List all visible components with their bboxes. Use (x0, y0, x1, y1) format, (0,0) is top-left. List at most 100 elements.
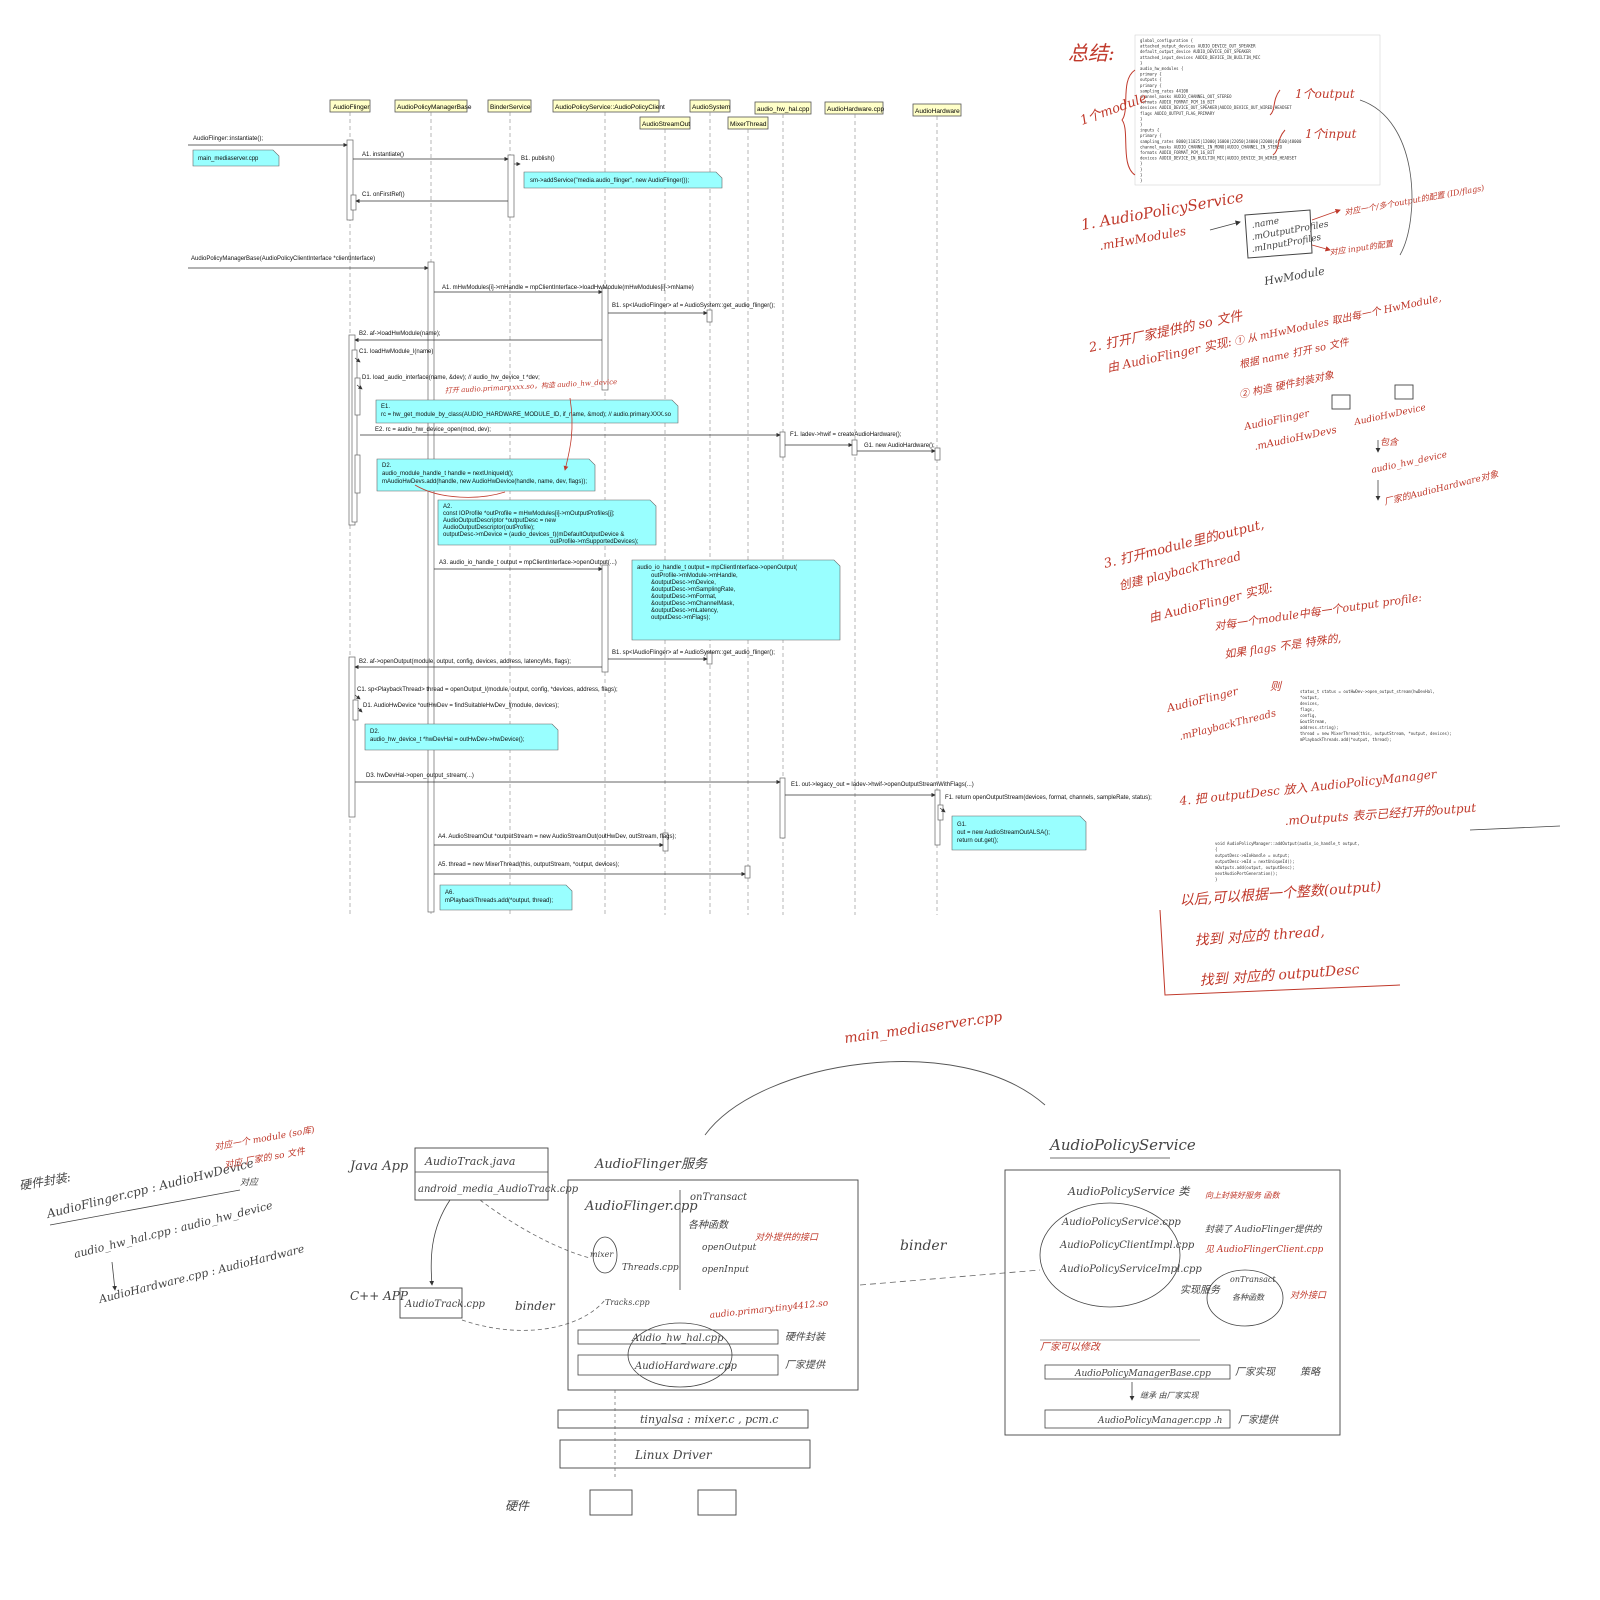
code-line: primary { (1140, 83, 1162, 88)
section-2-step-e: 包含 (1380, 437, 1399, 448)
hw-note-2: 对应 厂家的 so 文件 (224, 1146, 307, 1171)
sequence-diagram: AudioFlinger AudioPolicyManagerBase Bind… (188, 99, 1152, 915)
open-input-label: openInput (702, 1265, 749, 1275)
input-label: 1个input (1305, 127, 1357, 141)
sequence-notes: main_mediaserver.cpp sm->addService("med… (192, 149, 1087, 911)
message-label: D1. load_audio_interface(name, &dev); //… (362, 375, 540, 381)
on-transact-label: onTransact (690, 1192, 748, 1203)
code-line: primary { (1140, 133, 1162, 138)
message-label: B1. sp<IAudioFlinger> af = AudioSystem::… (612, 650, 775, 656)
audio-hw-label: AudioHardware.cpp (634, 1361, 738, 1372)
note-text: &outputDesc->mDevice, (651, 580, 716, 586)
lifeline-label: AudioPolicyManagerBase (397, 104, 472, 111)
note-text: &outputDesc->mFormat, (651, 594, 717, 600)
note-text: main_mediaserver.cpp (198, 156, 259, 162)
code-line: channel_masks AUDIO_CHANNEL_OUT_STEREO (1140, 94, 1232, 99)
aps-note: 对外接口 (1290, 1290, 1327, 1301)
hal-box (577, 1329, 779, 1345)
mixer-label: mixer (590, 1250, 614, 1259)
code-line: flags AUDIO_OUTPUT_FLAG_PRIMARY (1140, 111, 1215, 116)
apm-base-label: AudioPolicyManagerBase.cpp (1074, 1369, 1211, 1379)
message-label: AudioPolicyManagerBase(AudioPolicyClient… (191, 256, 375, 262)
message-label: F1. ladev->hwif = createAudioHardware(); (790, 432, 902, 438)
code-line: attached_input_devices AUDIO_DEVICE_IN_B… (1140, 55, 1261, 60)
code-line: nextAudioPortGeneration(); (1215, 871, 1278, 876)
cpp-app-label: C++ APP (350, 1289, 409, 1303)
code-line: { (1215, 847, 1217, 852)
code-line: attached_output_devices AUDIO_DEVICE_OUT… (1140, 44, 1256, 49)
message-label: D3. hwDevHal->open_output_stream(...) (366, 773, 474, 779)
hwmodule-caption: HwModule (1262, 264, 1326, 288)
aps-class-label: AudioPolicyService 类 (1067, 1185, 1191, 1198)
audiotrack-cpp: AudioTrack.cpp (404, 1299, 486, 1310)
lifeline-label: AudioStreamOut (642, 121, 690, 128)
apm-note: 厂家提供 (1238, 1414, 1280, 1426)
note-text: A2. (443, 504, 452, 510)
note-text: return out.get(); (957, 838, 999, 844)
message-label: B2. af->loadHwModule(name); (359, 331, 441, 337)
java-app-box (414, 1147, 549, 1201)
code-line: address.string); (1300, 725, 1339, 730)
summary-line: 找到 对应的 thread, (1194, 924, 1325, 949)
hwmodule-field: .name (1251, 216, 1280, 231)
linux-driver-label: Linux Driver (634, 1448, 713, 1462)
code-line: global_configuration { (1140, 38, 1193, 43)
note-text: D2. (370, 729, 380, 735)
aps-note: 各种函数 (1232, 1293, 1265, 1302)
apm-label: AudioPolicyManager.cpp .h (1097, 1416, 1222, 1426)
message-label: B1. sp<IAudioFlinger> af = AudioSystem::… (612, 303, 775, 309)
code-snippet-2: void AudioPolicyManager::addOutput(audio… (1215, 841, 1360, 882)
note-text: audio_module_handle_t handle = nextUniqu… (382, 471, 514, 477)
code-line: flags, (1300, 707, 1314, 712)
various-functions-label: 各种函数 (688, 1219, 730, 1231)
audio-hw-box (577, 1354, 779, 1376)
code-line: formats AUDIO_FORMAT_PCM_16_BIT (1140, 150, 1215, 155)
section-2-step-b: ② 构造 硬件封装对象 (1238, 369, 1336, 401)
note-text: out = new AudioStreamOutALSA(); (957, 830, 1050, 836)
hal-hw-label: Audio_hw_hal.cpp (631, 1333, 724, 1344)
message-label: B1. publish() (521, 156, 555, 162)
lifeline-label: AudioSystem (692, 104, 730, 111)
message-arrows (188, 142, 946, 877)
note-text: E1. (381, 404, 390, 410)
aps-service-impl: AudioPolicyServiceImpl.cpp (1059, 1264, 1202, 1275)
code-line: default_output_device AUDIO_DEVICE_OUT_S… (1140, 49, 1251, 54)
code-line: mPlaybackThreads.add(*output, thread); (1300, 737, 1392, 742)
aps-client-impl: AudioPolicyClientImpl.cpp (1059, 1240, 1195, 1251)
lifeline-label: BinderService (490, 104, 531, 111)
note-text: &outputDesc->mChannelMask, (651, 601, 735, 607)
hw-line-b: audio_hw_hal.cpp : audio_hw_device (73, 1199, 275, 1261)
code-line: outputDesc->mId = nextUniqueId(); (1215, 859, 1294, 864)
summary-line: 以后,可以根据一个整数(output) (1179, 879, 1382, 909)
code-line: } (1140, 122, 1142, 127)
mediaserver-label: main_mediaserver.cpp (843, 1009, 1003, 1047)
code-line: devices, (1300, 701, 1319, 706)
aps-cpp: AudioPolicyService.cpp (1061, 1217, 1181, 1228)
code-snippet-1: status_t status = outHwDev->open_output_… (1300, 689, 1452, 742)
note-text: sm->addService("media.audio_flinger", ne… (530, 178, 690, 184)
lifeline-label: AudioHardware (915, 108, 960, 115)
message-label: E2. rc = audio_hw_device_open(mod, dev); (375, 427, 491, 433)
open-output-label: openOutput (702, 1243, 757, 1253)
aps-note: 实现服务 (1180, 1284, 1221, 1296)
code-line: } (1215, 877, 1217, 882)
message-label: D1. AudioHwDevice *outHwDev = findSuitab… (363, 703, 559, 709)
apm-base-box (1044, 1364, 1231, 1380)
tinyalsa-box (557, 1409, 809, 1429)
section-3-step-e: .mPlaybackThreads (1178, 708, 1277, 743)
code-line: config, (1300, 713, 1317, 718)
message-label: G1. new AudioHardware(); (864, 443, 935, 449)
message-label: F1. return openOutputStream(devices, for… (945, 795, 1152, 801)
hw-line-d: 对应 (240, 1177, 260, 1188)
af-service-label: AudioFlinger服务 (594, 1157, 708, 1172)
tinyalsa-label: tinyalsa : mixer.c , pcm.c (640, 1413, 778, 1426)
section-3-step-f: 则 (1270, 680, 1283, 693)
apm-box (1044, 1409, 1231, 1429)
device-box (1331, 394, 1351, 410)
hw-line-c: AudioHardware.cpp : AudioHardware (97, 1242, 307, 1306)
code-line: } (1140, 161, 1142, 166)
section-4-title: 4. 把 outputDesc 放入 AudioPolicyManager (1178, 767, 1439, 808)
code-line: inputs { (1140, 128, 1159, 133)
hardware-box (589, 1489, 633, 1516)
